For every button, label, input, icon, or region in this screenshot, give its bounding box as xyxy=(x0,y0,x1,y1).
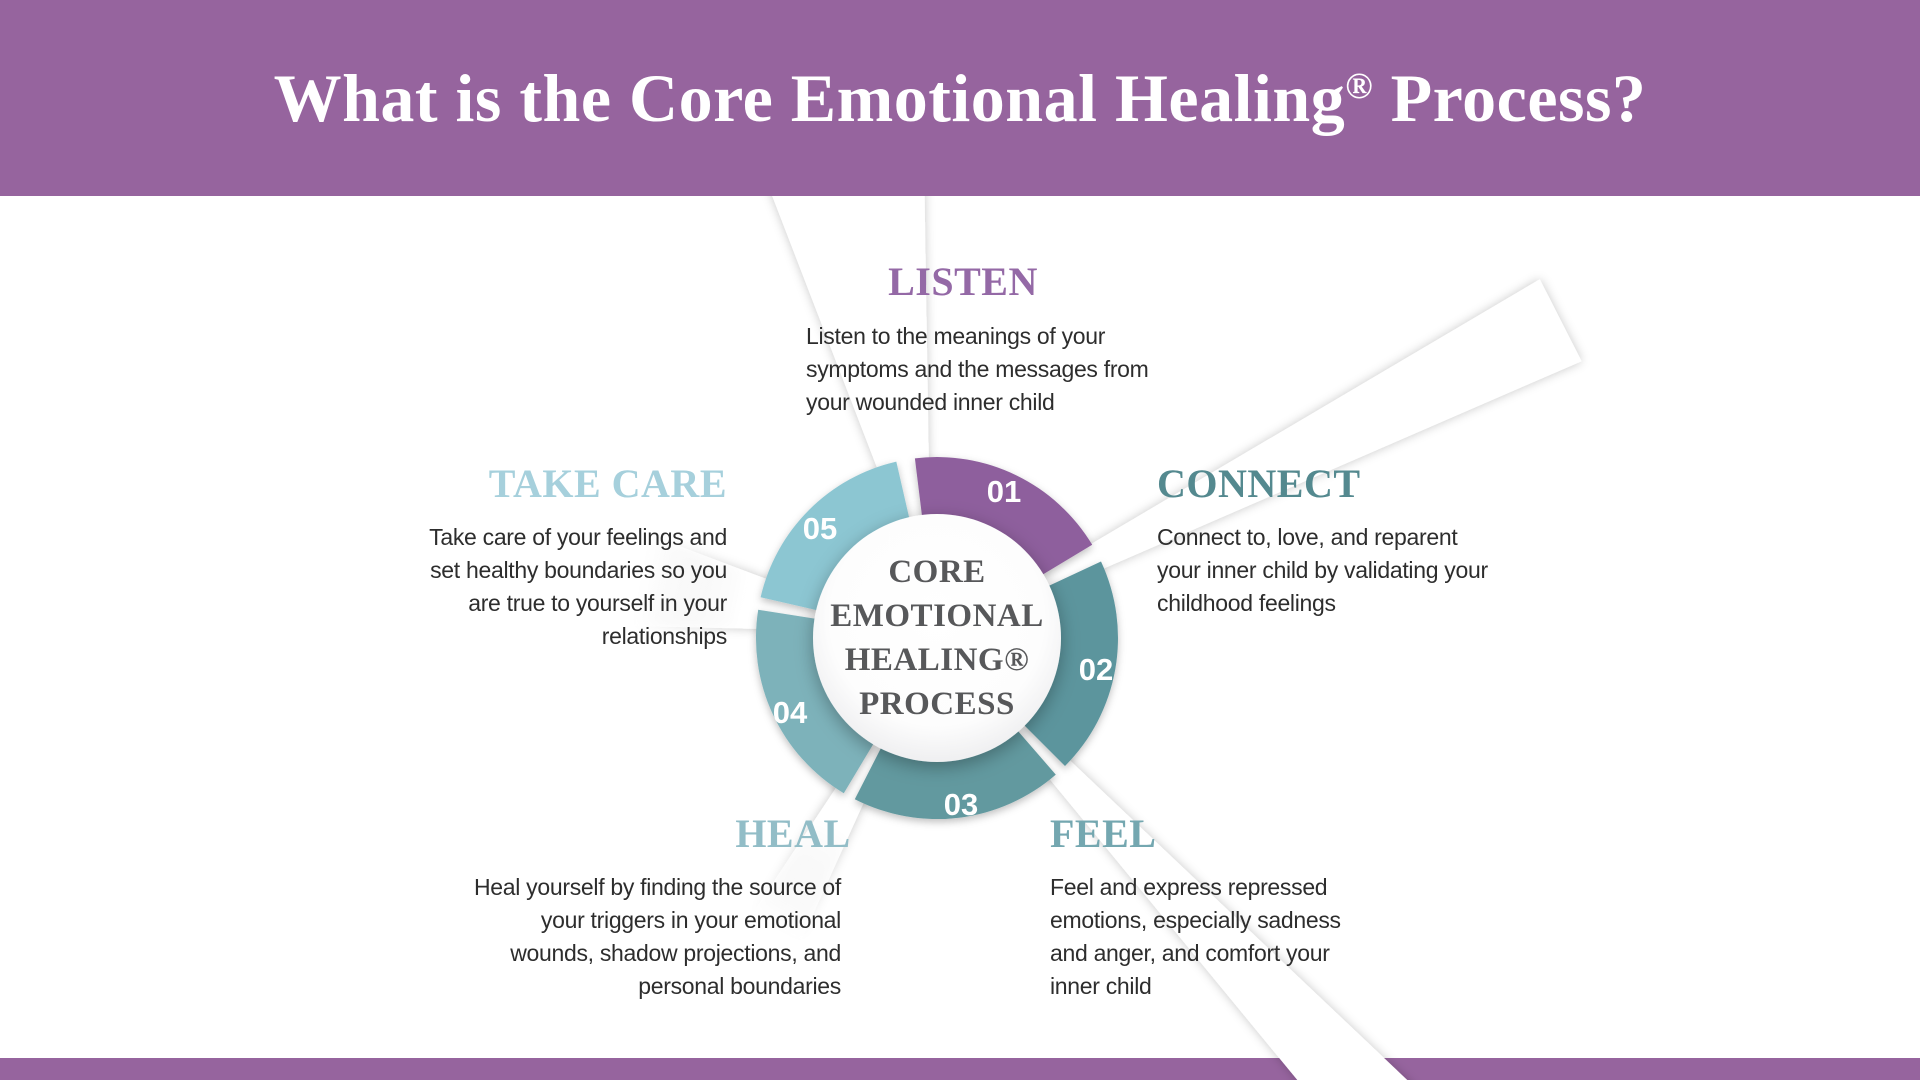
petal-number-05: 05 xyxy=(803,511,837,546)
header-banner: What is the Core Emotional Healing® Proc… xyxy=(0,0,1920,196)
footer-bar xyxy=(0,1058,1920,1080)
petal-03 xyxy=(854,730,1056,820)
page-title: What is the Core Emotional Healing® Proc… xyxy=(273,59,1647,136)
section-title-heal: HEAL xyxy=(735,811,851,856)
section-title-listen: LISTEN xyxy=(888,259,1038,304)
section-title-connect: CONNECT xyxy=(1157,461,1361,506)
section-title-take-care: TAKE CARE xyxy=(488,461,727,506)
section-title-feel: FEEL xyxy=(1050,811,1157,856)
registered-mark: ® xyxy=(1345,64,1374,106)
petal-number-04: 04 xyxy=(773,695,808,730)
petal-number-03: 03 xyxy=(944,787,978,822)
petal-number-02: 02 xyxy=(1079,652,1113,687)
petal-number-01: 01 xyxy=(987,474,1021,509)
